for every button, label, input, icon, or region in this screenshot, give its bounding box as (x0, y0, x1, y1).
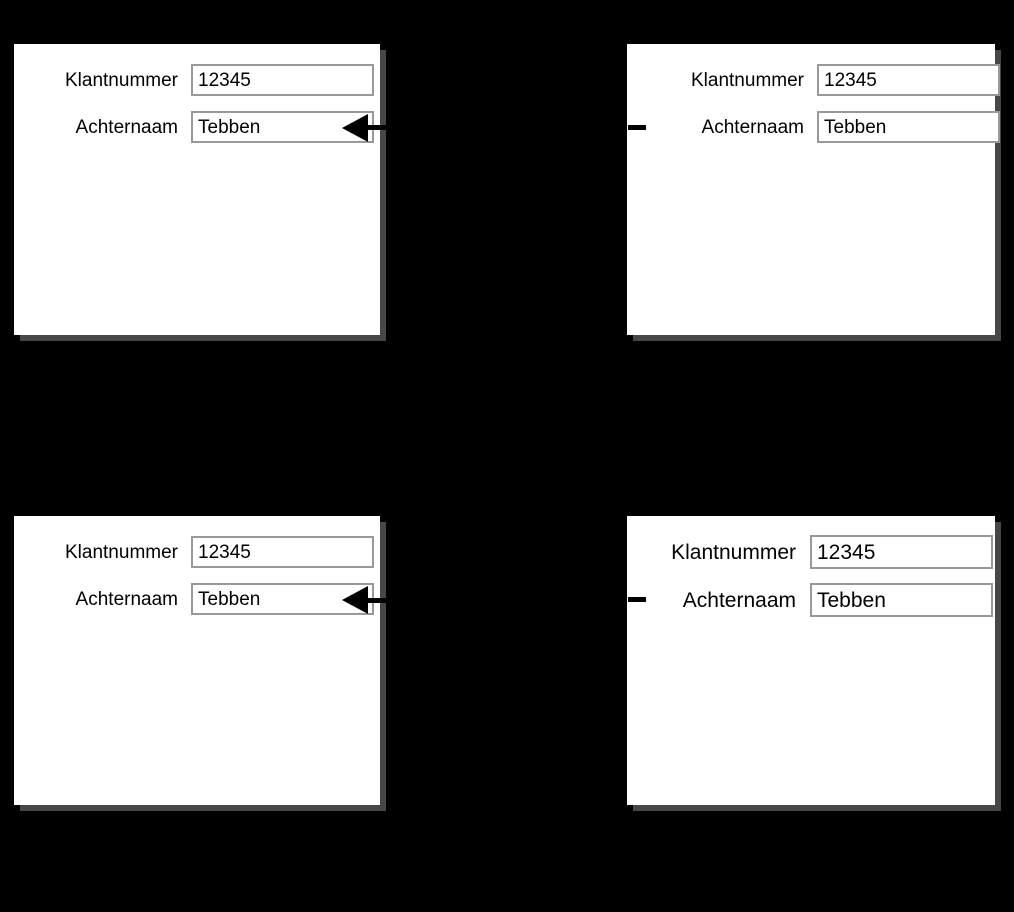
connector-line (360, 598, 390, 603)
field-label-achternaam: Achternaam (682, 588, 796, 612)
form-row: Achternaam Tebben (23, 583, 374, 615)
connector-stub-outer (389, 125, 403, 130)
achternaam-input[interactable]: Tebben (191, 111, 374, 143)
klantnummer-value: 12345 (198, 69, 251, 91)
form-row: Achternaam Tebben (23, 111, 374, 143)
klantnummer-input[interactable]: 12345 (810, 535, 993, 569)
dialog-panel-top-left[interactable]: Klantnummer 12345 Achternaam Tebben (14, 44, 380, 335)
field-label-achternaam: Achternaam (701, 116, 804, 138)
achternaam-value: Tebben (198, 116, 261, 138)
field-label-achternaam: Achternaam (75, 116, 178, 138)
achternaam-input[interactable]: Tebben (817, 111, 1000, 143)
klantnummer-input[interactable]: 12345 (191, 64, 374, 96)
form-row: Achternaam Tebben (641, 583, 993, 617)
left-arrow-icon (342, 114, 368, 142)
connector-stub-inner (366, 125, 390, 130)
achternaam-value: Tebben (817, 588, 886, 612)
dialog-panel-bottom-right[interactable]: Klantnummer 12345 Achternaam Tebben (627, 516, 995, 805)
field-label-achternaam: Achternaam (75, 588, 178, 610)
form-row: Klantnummer 12345 (23, 64, 374, 96)
field-label-klantnummer: Klantnummer (65, 541, 178, 563)
klantnummer-value: 12345 (198, 541, 251, 563)
klantnummer-input[interactable]: 12345 (191, 536, 374, 568)
klantnummer-value: 12345 (824, 69, 877, 91)
form-row: Klantnummer 12345 (641, 535, 993, 569)
form-row: Klantnummer 12345 (23, 536, 374, 568)
achternaam-value: Tebben (824, 116, 887, 138)
field-label-klantnummer: Klantnummer (691, 69, 804, 91)
field-label-klantnummer: Klantnummer (65, 69, 178, 91)
dialog-panel-bottom-left[interactable]: Klantnummer 12345 Achternaam Tebben (14, 516, 380, 805)
form-row: Klantnummer 12345 (649, 64, 1000, 96)
connector-dash-stub-left (628, 597, 646, 602)
achternaam-input[interactable]: Tebben (810, 583, 993, 617)
dialog-panel-top-right[interactable]: Klantnummer 12345 Achternaam Tebben (627, 44, 1000, 335)
connector-dash-stub-left (628, 125, 646, 130)
achternaam-input[interactable]: Tebben (191, 583, 374, 615)
klantnummer-value: 12345 (817, 540, 876, 564)
form-row: Achternaam Tebben (649, 111, 1000, 143)
klantnummer-input[interactable]: 12345 (817, 64, 1000, 96)
field-label-klantnummer: Klantnummer (671, 540, 796, 564)
achternaam-value: Tebben (198, 588, 261, 610)
